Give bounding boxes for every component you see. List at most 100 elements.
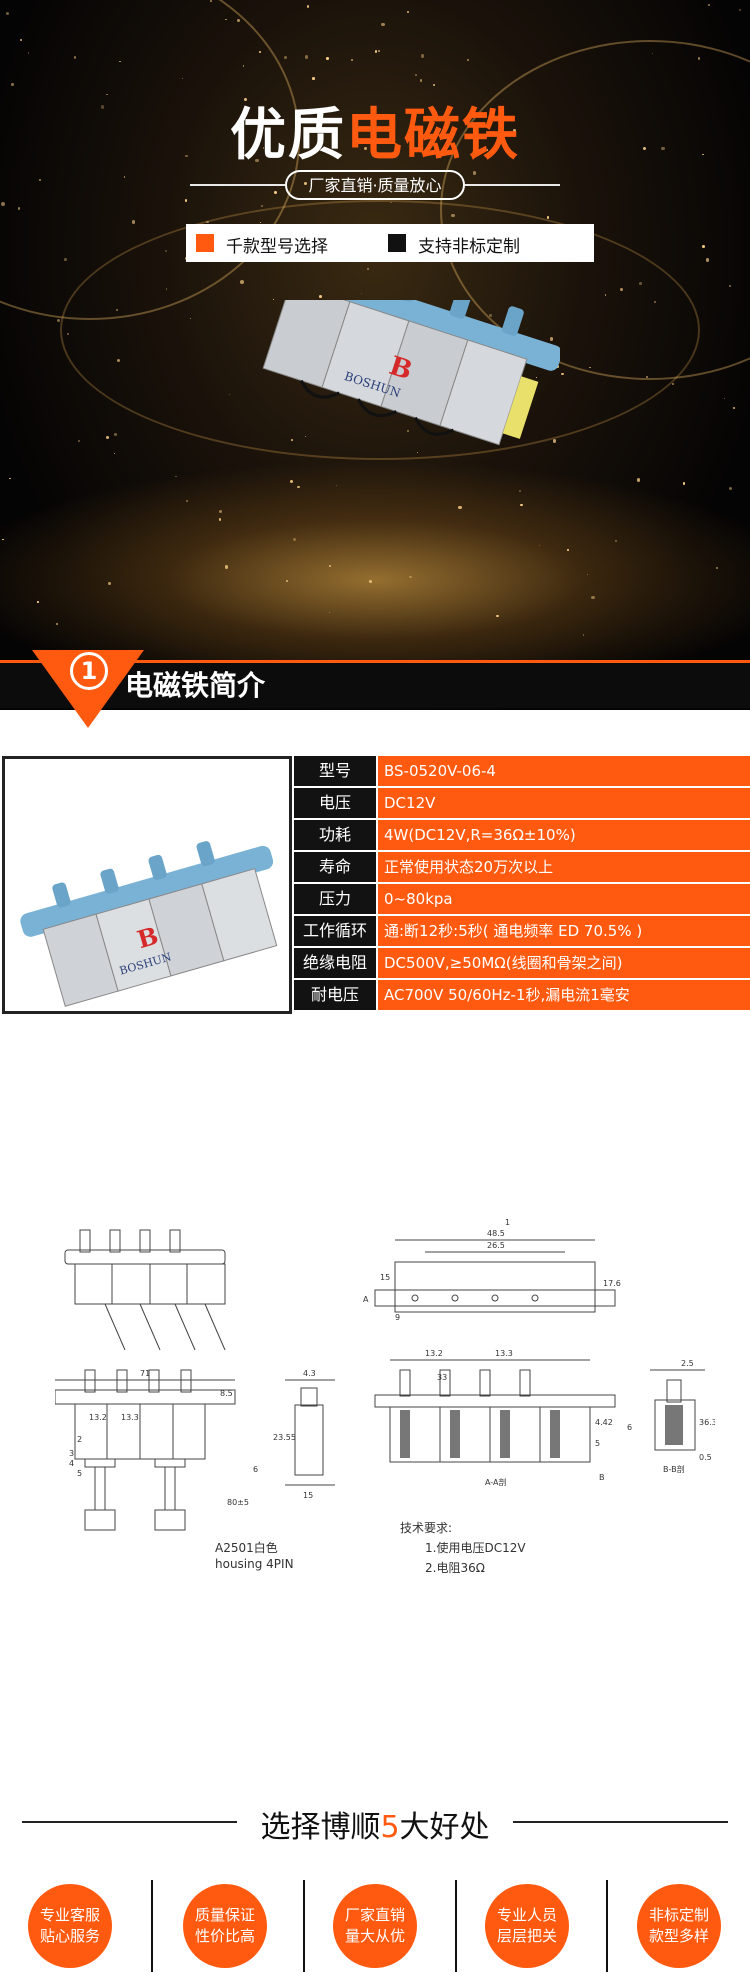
spec-value: 0~80kpa	[378, 884, 750, 914]
spec-value: AC700V 50/60Hz-1秒,漏电流1毫安	[378, 980, 750, 1010]
sparkle-dot	[518, 490, 521, 493]
sparkle-dot	[561, 372, 564, 376]
sparkle-dot	[101, 105, 105, 109]
spec-value: 4W(DC12V,R=36Ω±10%)	[378, 820, 750, 850]
sparkle-dot	[466, 58, 469, 61]
sparkle-dot	[175, 475, 177, 478]
sparkle-dot	[106, 436, 109, 439]
dim-label: 8.5	[220, 1389, 233, 1398]
feature-marker-orange	[196, 234, 214, 252]
sparkle-dot	[512, 128, 517, 133]
sparkle-dot	[185, 500, 189, 503]
sparkle-dot	[244, 98, 248, 101]
sparkle-dot	[236, 18, 240, 22]
sparkle-dot	[414, 73, 418, 77]
sparkle-dot	[620, 288, 623, 291]
sparkle-dot	[37, 601, 39, 603]
sparkle-dot	[304, 55, 309, 59]
dim-label: 23.55	[273, 1433, 296, 1442]
sparkle-dot	[591, 595, 595, 600]
sparkle-dot	[1, 202, 6, 206]
sparkle-dot	[728, 486, 732, 491]
sparkle-dot	[9, 477, 11, 480]
sparkle-dot	[254, 158, 259, 163]
sparkle-dot	[10, 83, 14, 87]
advantage-separator	[303, 1880, 305, 1972]
connector-label-2: housing 4PIN	[215, 1557, 294, 1571]
hero-title-white: 优质	[230, 103, 346, 168]
sparkle-dot	[311, 76, 315, 80]
spec-row: 压力 0~80kpa	[294, 884, 750, 914]
sparkle-dot	[274, 191, 278, 195]
sparkle-dot	[5, 11, 9, 15]
tech-req-item: 2.电阻36Ω	[425, 1561, 485, 1575]
sparkle-dot	[671, 383, 674, 386]
spec-product-image: B BOSHUN	[2, 756, 292, 1014]
sparkle-dot	[552, 439, 557, 443]
sparkle-dot	[738, 9, 741, 11]
spec-row: 功耗 4W(DC12V,R=36Ω±10%)	[294, 820, 750, 850]
sparkle-dot	[20, 38, 23, 41]
sparkle-dot	[326, 57, 330, 60]
section-title: 电磁铁简介	[125, 669, 266, 702]
sparkle-dot	[582, 634, 584, 636]
tech-req-title: 技术要求:	[400, 1521, 452, 1535]
spec-value: DC500V,≥50MΩ(线圈和骨架之间)	[378, 948, 750, 978]
dim-label: 5	[595, 1439, 600, 1448]
callout-number: 4	[69, 1459, 74, 1468]
sparkle-dot	[108, 582, 112, 586]
advantages-divider-right	[513, 1821, 728, 1823]
sparkle-dot	[390, 201, 393, 204]
dim-label: 17.6	[603, 1279, 621, 1288]
dim-label: 26.5	[487, 1241, 505, 1250]
sparkle-dot	[369, 580, 373, 584]
callout-number: 3	[69, 1449, 74, 1458]
callout-number: 5	[77, 1469, 82, 1478]
sparkle-dot	[56, 319, 60, 323]
sparkle-dot	[242, 65, 245, 67]
section-a-label: A-A剖	[485, 1477, 506, 1487]
spec-label: 寿命	[294, 852, 376, 882]
sparkle-dot	[682, 482, 685, 485]
spec-value: BS-0520V-06-4	[378, 756, 750, 786]
dim-label: 13.3	[121, 1413, 139, 1422]
spec-row: 电压 DC12V	[294, 788, 750, 818]
sparkle-dot	[420, 54, 425, 59]
sparkle-dot	[360, 293, 362, 295]
sparkle-dot	[604, 294, 607, 297]
sparkle-dot	[458, 505, 462, 510]
dim-label: 15	[380, 1273, 390, 1282]
advantage-separator	[455, 1880, 457, 1972]
spec-row: 工作循环 通:断12秒:5秒( 通电频率 ED 70.5% )	[294, 916, 750, 946]
spec-label: 型号	[294, 756, 376, 786]
sparkle-dot	[496, 614, 499, 618]
sparkle-dot	[328, 564, 332, 568]
spec-row: 绝缘电阻 DC500V,≥50MΩ(线圈和骨架之间)	[294, 948, 750, 978]
spec-value: 正常使用状态20万次以上	[378, 852, 750, 882]
sparkle-dot	[702, 153, 704, 156]
sparkle-dot	[285, 579, 288, 582]
sparkle-dot	[586, 573, 589, 575]
spec-value: 通:断12秒:5秒( 通电频率 ED 70.5% )	[378, 916, 750, 946]
air-manifold	[301, 300, 560, 371]
section-marker: B	[599, 1473, 605, 1482]
sparkle-dot	[305, 435, 307, 437]
sparkle-dot	[377, 50, 380, 53]
sparkle-dot	[724, 398, 726, 400]
sparkle-dot	[259, 50, 262, 53]
sparkle-dot	[38, 178, 41, 182]
sparkle-dot	[406, 10, 409, 14]
sparkle-dot	[697, 57, 701, 60]
sparkle-dot	[707, 4, 710, 7]
sparkle-dot	[520, 503, 523, 507]
sparkle-dot	[119, 60, 121, 62]
sparkle-dot	[701, 244, 706, 249]
sparkle-dot	[293, 538, 297, 542]
sparkle-dot	[472, 171, 477, 175]
dim-label: 13.3	[495, 1349, 513, 1358]
dim-label: 4.42	[595, 1418, 613, 1427]
sparkle-dot	[185, 155, 188, 158]
sparkle-dot	[27, 52, 30, 54]
dim-label: 71	[140, 1369, 150, 1378]
sparkle-dot	[165, 288, 168, 290]
